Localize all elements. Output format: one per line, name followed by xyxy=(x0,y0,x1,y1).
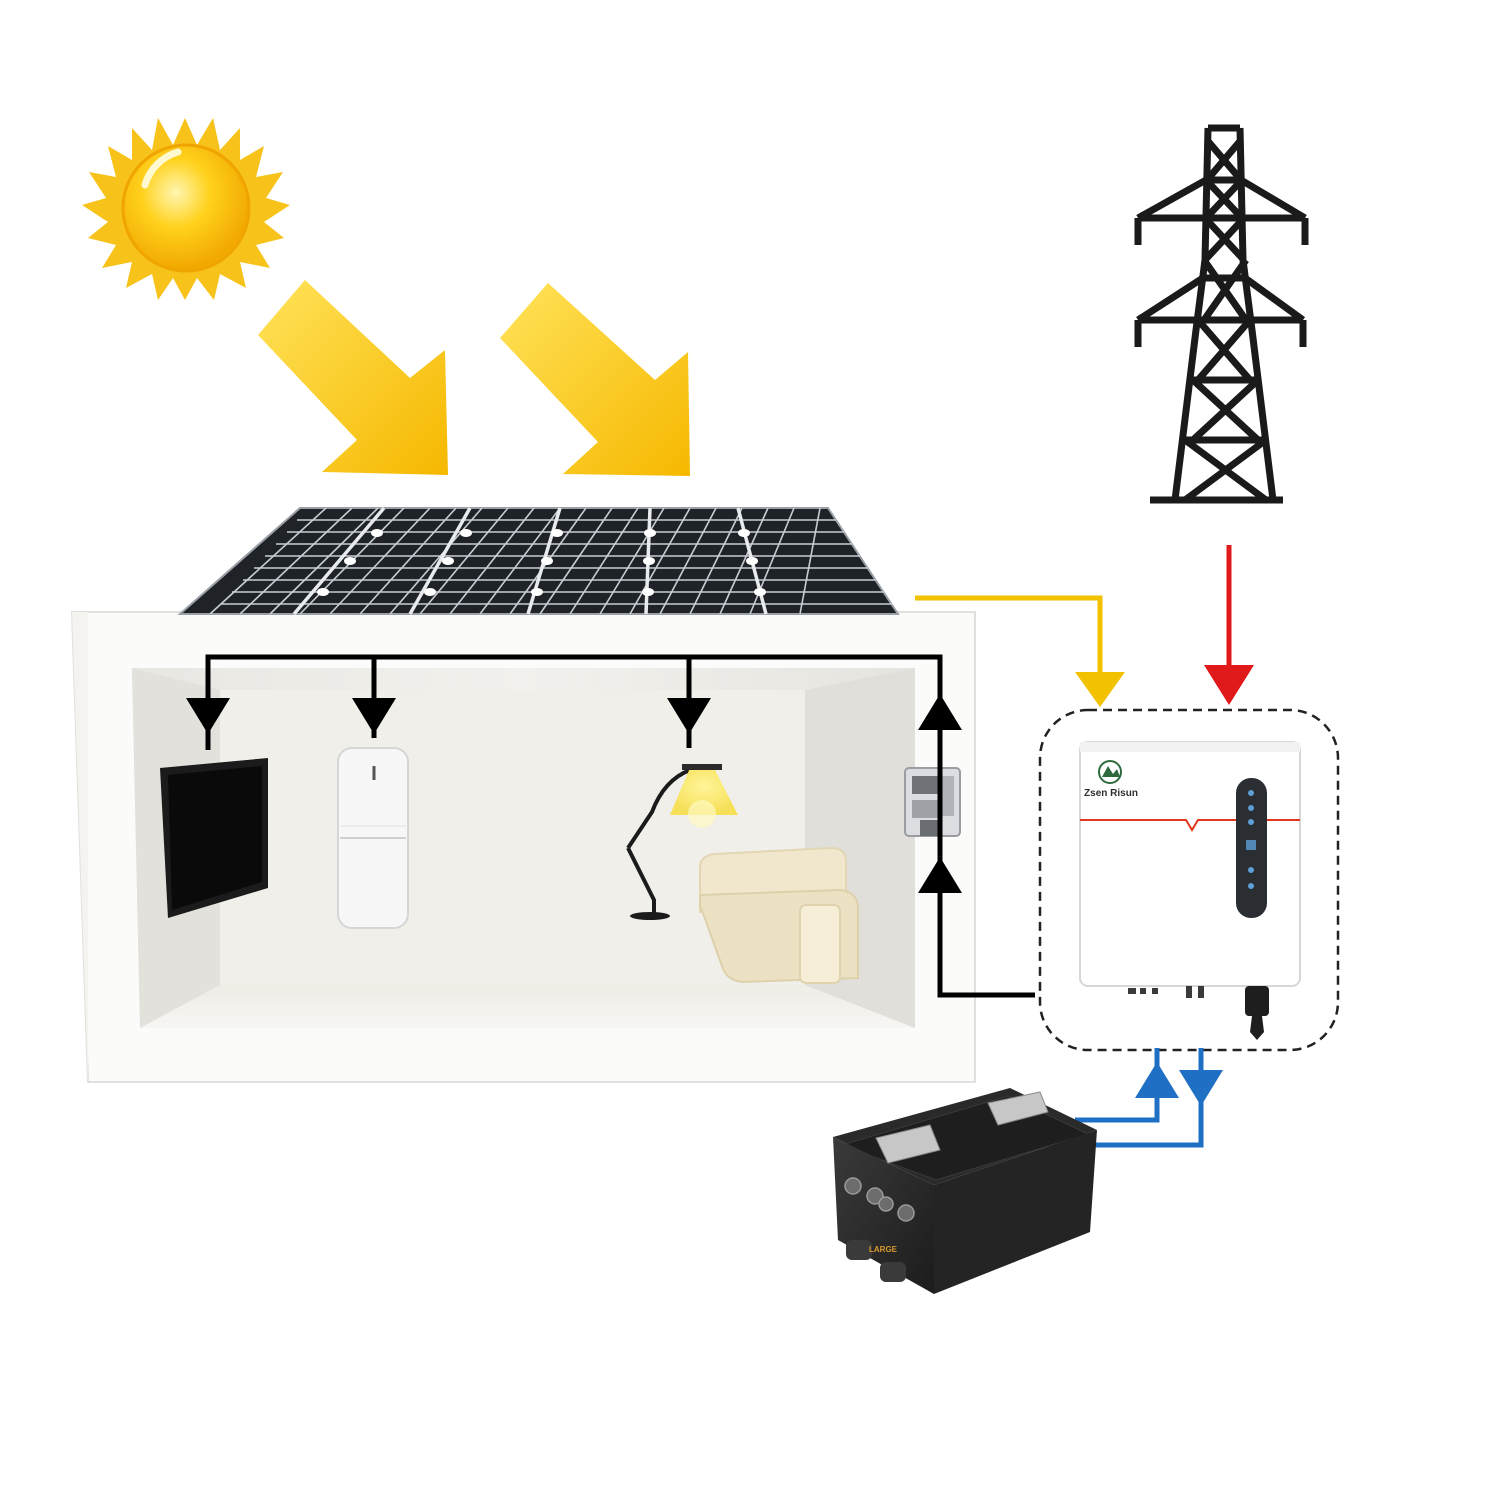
battery-to-inverter-arrow xyxy=(1135,1062,1179,1098)
inverter-boundary xyxy=(1038,708,1340,1052)
refrigerator-icon xyxy=(337,747,409,929)
hybrid-inverter-icon: Zsen Risun xyxy=(1079,741,1301,1040)
load-arrow-tv xyxy=(186,698,230,734)
sunlight-arrow-icon xyxy=(258,280,448,475)
load-arrow-lamp xyxy=(667,698,711,734)
sofa-icon xyxy=(699,846,859,984)
tv-icon xyxy=(160,758,268,918)
inverter-to-battery-arrow xyxy=(1179,1070,1223,1106)
inverter-to-house-arrow xyxy=(918,857,962,893)
inverter-logo-icon xyxy=(1098,760,1122,784)
solar-panel-icon xyxy=(177,506,900,616)
meter-arrow-up xyxy=(918,694,962,730)
grid-to-inverter-wire xyxy=(1204,545,1254,705)
battery-brand-label: LARGE xyxy=(869,1245,898,1254)
sun-icon xyxy=(82,118,290,300)
electric-meter-icon xyxy=(904,767,961,837)
inverter-brand-label: Zsen Risun xyxy=(1084,788,1138,799)
solar-to-inverter-wire xyxy=(915,595,1125,707)
load-arrow-fridge xyxy=(352,698,396,734)
power-pylon-icon xyxy=(1134,124,1309,504)
lithium-battery-icon: LARGE xyxy=(833,1088,1097,1294)
floor-lamp-icon xyxy=(626,764,738,920)
inverter-cable-icon xyxy=(1245,986,1269,1040)
sunlight-arrow-icon xyxy=(500,283,690,476)
